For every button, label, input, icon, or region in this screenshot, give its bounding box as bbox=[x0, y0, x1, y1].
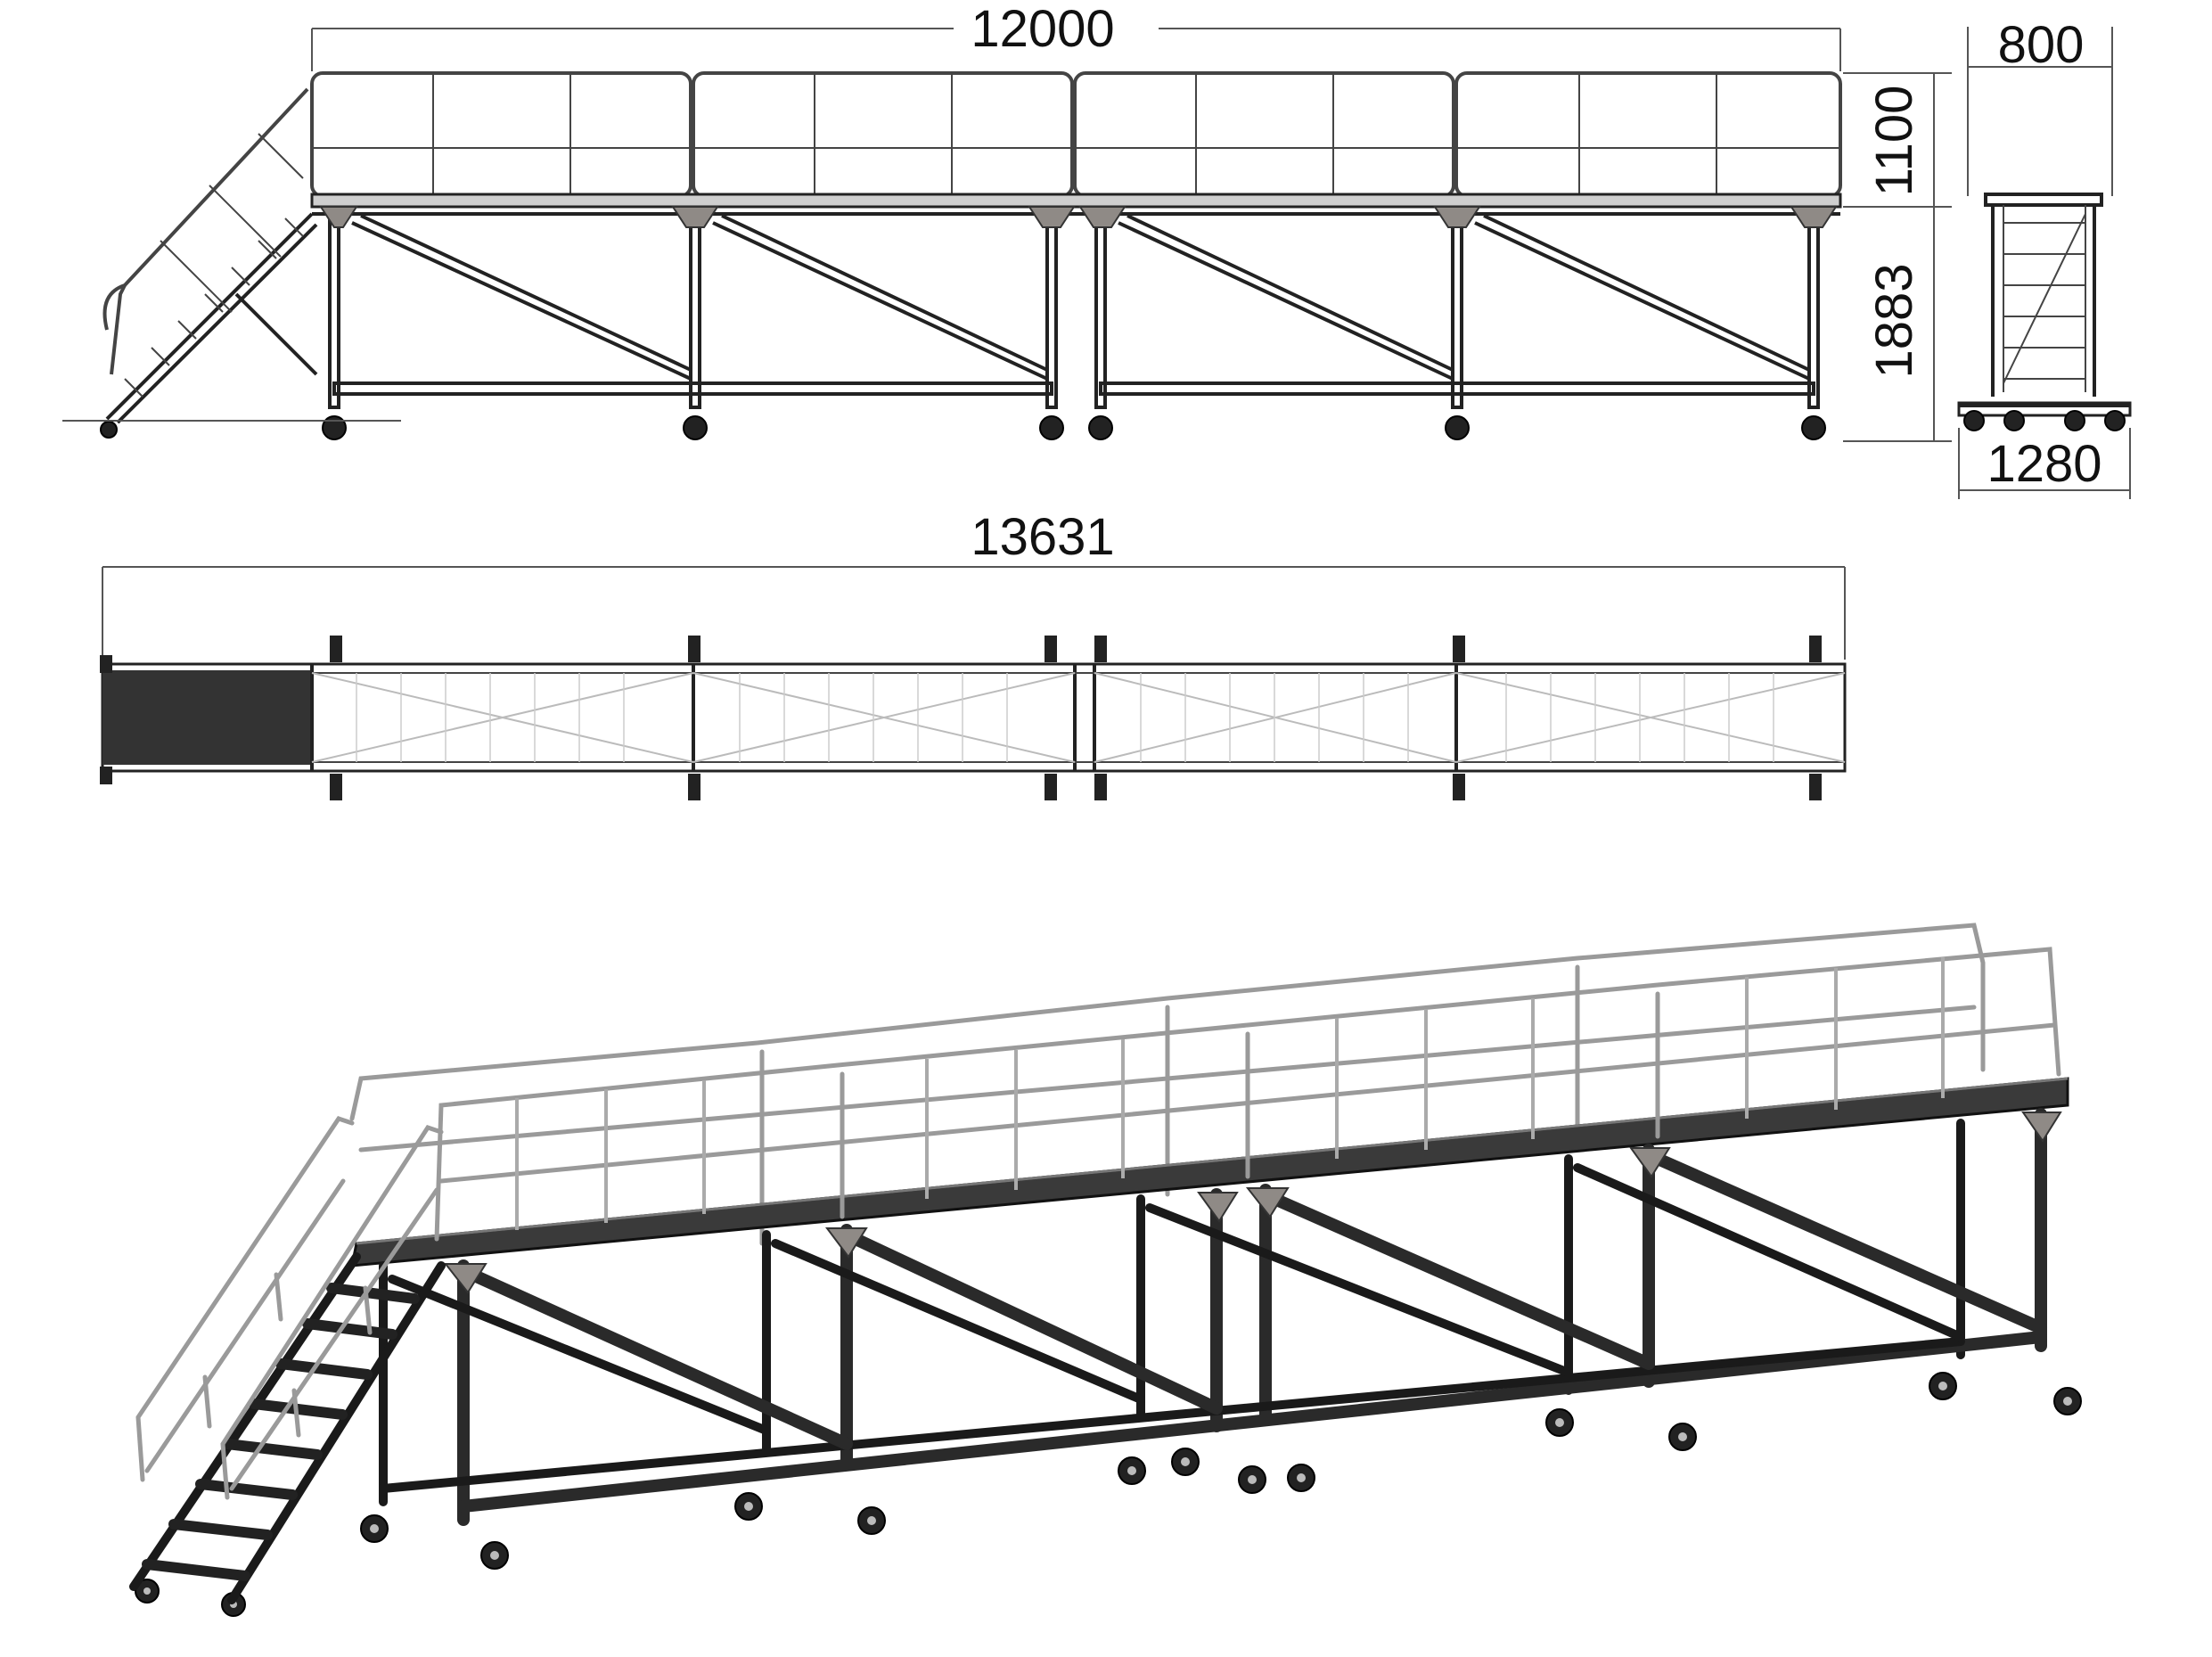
iso-casters bbox=[135, 1372, 2082, 1617]
iso-stair bbox=[129, 1116, 446, 1604]
dim-label-deck-height: 1883 bbox=[1865, 263, 1923, 378]
dim-label-rail-height: 1100 bbox=[1865, 86, 1923, 197]
side-casters bbox=[100, 415, 1826, 440]
side-elevation-view: 12000 bbox=[62, 0, 1952, 442]
stair-grating bbox=[102, 670, 312, 765]
dim-label-end-top-width: 800 bbox=[1998, 16, 2085, 74]
dim-label-end-base-width: 1280 bbox=[1987, 435, 2101, 493]
dim-heights: 1100 1883 bbox=[1843, 72, 1952, 442]
dim-label-plan-length: 13631 bbox=[971, 508, 1114, 566]
side-support-frame bbox=[319, 206, 1838, 409]
dim-label-side-length: 12000 bbox=[971, 0, 1114, 58]
end-elevation-view: 800 1280 bbox=[1957, 16, 2132, 499]
iso-near-handrail bbox=[434, 947, 2061, 1242]
side-deck bbox=[310, 193, 1842, 216]
side-handrail bbox=[310, 71, 1842, 198]
isometric-view bbox=[129, 923, 2082, 1617]
dim-length-12000: 12000 bbox=[311, 0, 1841, 71]
side-stair bbox=[62, 87, 401, 424]
iso-support-frame bbox=[379, 1108, 2062, 1526]
plan-view: 13631 bbox=[100, 508, 1847, 800]
